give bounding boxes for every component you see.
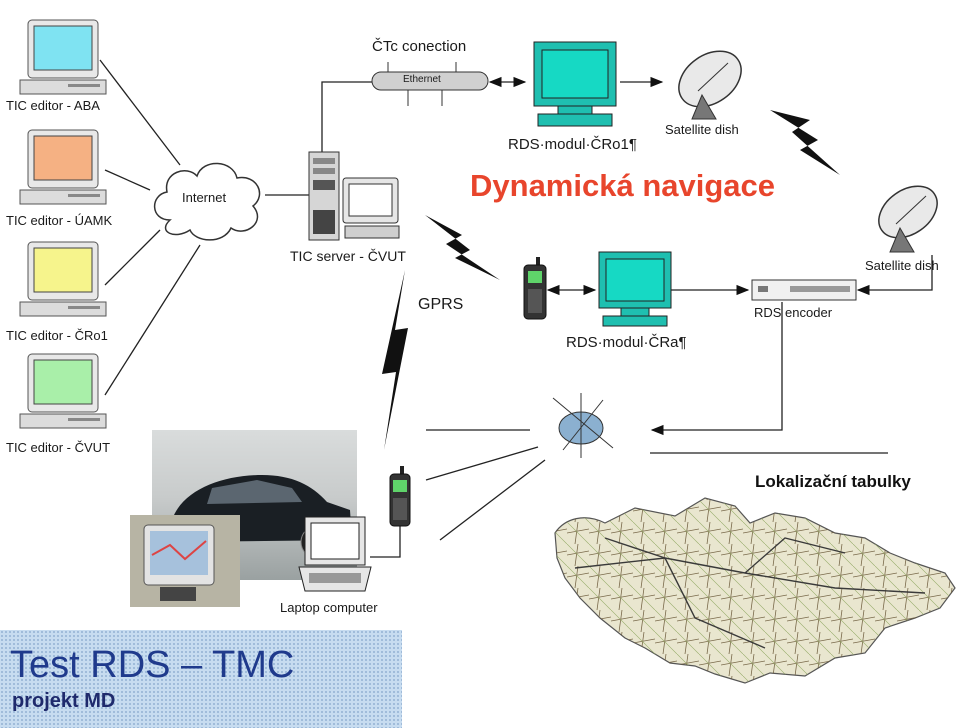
rds-modul-cra-label: RDS·modul·ČRa¶ <box>566 334 687 351</box>
monitor-icon <box>533 41 617 127</box>
ethernet-cable: Ethernet <box>368 58 493 113</box>
monitor-icon <box>19 241 107 317</box>
editor-aba <box>18 18 108 103</box>
tic-server-label: TIC server - ČVUT <box>290 248 406 264</box>
gprs-phone <box>522 257 548 326</box>
satellite-dish-1-label: Satellite dish <box>665 122 739 137</box>
satellite-dish-2 <box>868 180 948 263</box>
editor-uamk <box>18 128 108 213</box>
mobile-phone-icon <box>523 257 547 320</box>
laptop-computer <box>295 515 375 600</box>
gps-navigator-icon <box>143 524 215 601</box>
project-title: Test RDS – TMC <box>10 644 295 686</box>
tic-server <box>305 150 405 250</box>
editor-uamk-label: TIC editor - ÚAMK <box>6 213 113 228</box>
editor-aba-label: TIC editor - ABA <box>6 98 100 113</box>
monitor-icon <box>598 251 672 327</box>
ethernet-icon <box>371 62 489 106</box>
antenna-icon <box>552 393 614 458</box>
encoder-device-icon <box>751 279 857 301</box>
rds-modul-cro1 <box>528 40 623 135</box>
gprs-label: GPRS <box>418 296 464 313</box>
satellite-dish-icon <box>678 50 742 120</box>
czech-road-map <box>545 478 960 693</box>
cloud-icon <box>153 162 261 241</box>
editor-cro1-label: TIC editor - ČRo1 <box>6 328 108 343</box>
ctc-connection-label: ČTc conection <box>372 38 467 55</box>
mobile-phone-icon <box>389 466 411 527</box>
project-title-box: Test RDS – TMC projekt MD <box>0 630 402 728</box>
monitor-icon <box>19 129 107 205</box>
rds-modul-cro1-label: RDS·modul·ČRo1¶ <box>508 136 637 153</box>
project-subtitle: projekt MD <box>12 690 116 712</box>
editor-cvut-label: TIC editor - ČVUT <box>6 440 111 455</box>
server-computer-icon <box>308 151 400 241</box>
internet-label: Internet <box>182 190 227 205</box>
monitor-icon <box>19 19 107 95</box>
editor-cro1 <box>18 240 108 325</box>
rds-encoder-label: RDS encoder <box>754 305 833 320</box>
rds-encoder <box>750 276 858 309</box>
satellite-dish-2-label: Satellite dish <box>865 258 939 273</box>
rds-modul-cra <box>595 250 675 335</box>
satellite-dish-icon <box>878 185 938 253</box>
localization-tables-title: Lokalizační tabulky <box>755 472 911 491</box>
gps-device-photo <box>130 515 240 607</box>
broadcast-antenna <box>543 388 623 465</box>
internet-cloud: Internet <box>145 150 270 255</box>
page-title: Dynamická navigace <box>470 168 776 203</box>
laptop-phone <box>388 466 412 533</box>
editor-cvut <box>18 352 108 437</box>
laptop-label: Laptop computer <box>280 600 378 615</box>
map-image <box>554 497 956 684</box>
ethernet-label: Ethernet <box>403 74 441 85</box>
satellite-dish-1 <box>668 45 748 130</box>
monitor-icon <box>19 353 107 429</box>
laptop-icon <box>298 516 372 592</box>
